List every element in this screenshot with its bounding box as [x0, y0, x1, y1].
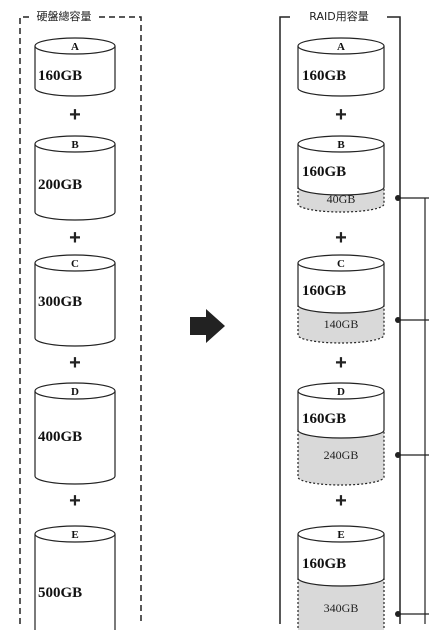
raid-disk-a: A 160GB: [297, 37, 385, 97]
disk-letter: B: [71, 139, 79, 151]
plus-sign: +: [335, 490, 347, 512]
disk-a: A 160GB: [34, 37, 116, 97]
raid-used-capacity: 160GB: [302, 164, 346, 180]
right-panel: RAID用容量: [279, 9, 401, 624]
disk-letter: D: [337, 386, 345, 398]
raid-disk-e: E 160GB 340GB: [297, 525, 385, 630]
raid-used-capacity: 160GB: [302, 68, 346, 84]
disk-letter: A: [71, 41, 79, 53]
plus-sign: +: [69, 352, 81, 374]
disk-capacity: 200GB: [38, 177, 82, 193]
disk-d: D 400GB: [34, 382, 116, 485]
disk-capacity: 160GB: [38, 68, 82, 84]
plus-sign: +: [69, 227, 81, 249]
plus-sign: +: [335, 352, 347, 374]
unused-capacity: 40GB: [327, 192, 356, 206]
disk-letter: E: [71, 529, 78, 541]
disk-letter: C: [71, 258, 79, 270]
raid-used-capacity: 160GB: [302, 283, 346, 299]
disk-letter: D: [71, 386, 79, 398]
disk-letter: B: [337, 139, 345, 151]
disk-capacity: 500GB: [38, 585, 82, 601]
plus-sign: +: [69, 104, 81, 126]
right-arrow-icon: [190, 309, 225, 343]
plus-sign: +: [335, 227, 347, 249]
disk-capacity: 400GB: [38, 429, 82, 445]
unused-capacity: 340GB: [324, 601, 359, 615]
disk-b: B 200GB: [34, 135, 116, 221]
plus-sign: +: [335, 104, 347, 126]
disk-letter: C: [337, 258, 345, 270]
left-panel-title: 硬盤總容量: [37, 9, 92, 23]
raid-used-capacity: 160GB: [302, 411, 346, 427]
raid-used-capacity: 160GB: [302, 556, 346, 572]
disk-letter: A: [337, 41, 345, 53]
plus-sign: +: [69, 490, 81, 512]
unused-capacity: 240GB: [324, 448, 359, 462]
disk-letter: E: [337, 529, 344, 541]
unused-capacity: 140GB: [324, 317, 359, 331]
disk-c: C 300GB: [34, 254, 116, 347]
disk-e: E 500GB: [34, 525, 116, 630]
disk-capacity: 300GB: [38, 294, 82, 310]
raid-disk-b: B 160GB 40GB: [297, 135, 385, 213]
unused-capacity-connector: [395, 195, 429, 624]
raid-disk-d: D 160GB 240GB: [297, 382, 385, 486]
right-panel-title: RAID用容量: [309, 9, 368, 23]
raid-disk-c: C 160GB 140GB: [297, 254, 385, 344]
left-panel: 硬盤總容量: [19, 9, 142, 624]
right-panel-frame: [279, 16, 401, 624]
left-panel-frame: [19, 16, 142, 624]
